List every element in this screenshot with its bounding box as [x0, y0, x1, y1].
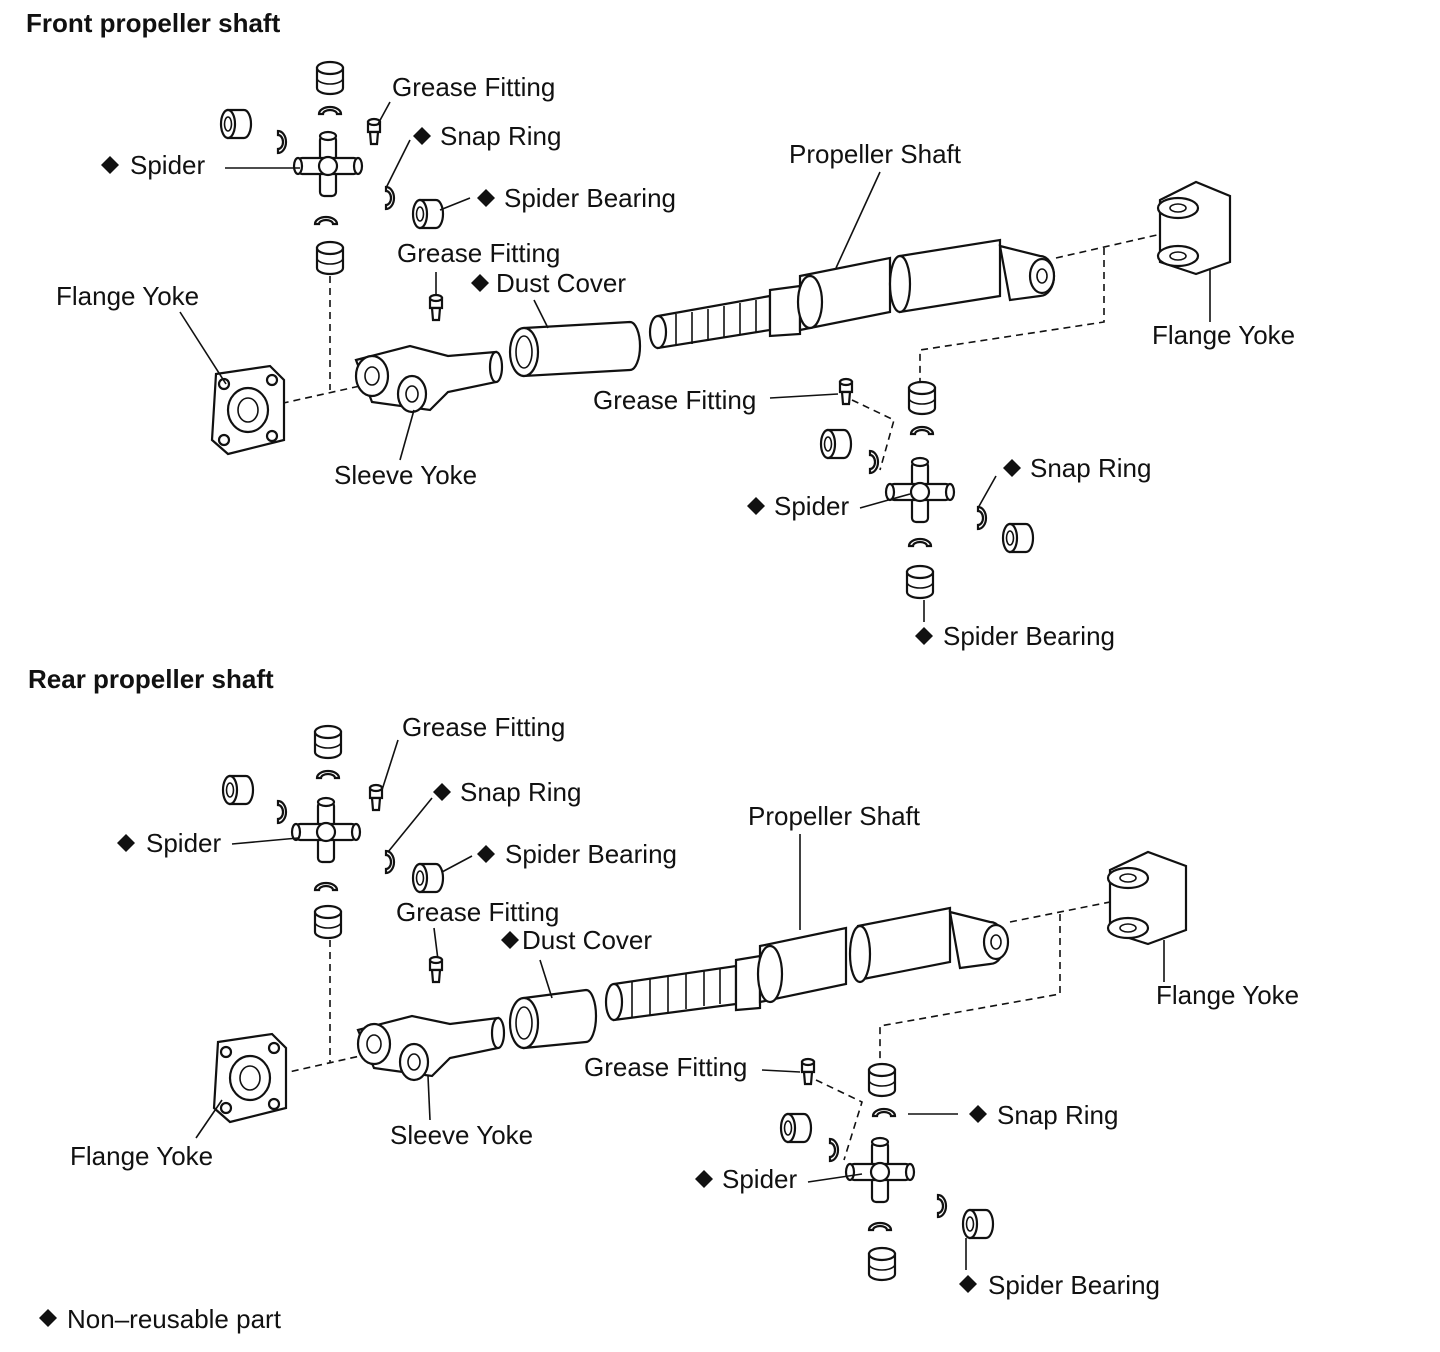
spider-bearing-icon — [219, 108, 253, 140]
label-snap-ring: Snap Ring — [460, 777, 581, 807]
grease-fitting-icon — [428, 293, 444, 322]
snap-ring-icon — [868, 449, 880, 475]
front-section: Front propeller shaft Grease Fitting Sna… — [26, 8, 1295, 651]
sleeve-yoke-icon — [356, 1014, 506, 1082]
spider-bearing-icon — [221, 774, 255, 806]
sleeve-yoke-icon — [354, 344, 504, 414]
spider-bearing-icon — [961, 1208, 995, 1240]
label-sleeve-yoke: Sleeve Yoke — [334, 460, 477, 490]
front-section-title: Front propeller shaft — [26, 8, 281, 38]
legend: Non–reusable part — [39, 1304, 282, 1334]
spider-bearing-icon — [779, 1112, 813, 1144]
snap-ring-icon — [384, 849, 396, 875]
spider-bearing-icon — [819, 428, 853, 460]
label-snap-ring-2: Snap Ring — [1030, 453, 1151, 483]
snap-ring-icon — [909, 425, 935, 436]
label-grease-fitting: Grease Fitting — [392, 72, 555, 102]
dust-cover-icon — [508, 320, 642, 378]
spider-bearing-icon — [867, 1062, 897, 1098]
snap-ring-icon — [313, 215, 339, 226]
spider-icon — [290, 796, 362, 864]
grease-fitting-icon — [800, 1057, 816, 1086]
snap-ring-icon — [384, 185, 396, 211]
spider-icon — [844, 1136, 916, 1204]
label-flange-yoke-right: Flange Yoke — [1156, 980, 1299, 1010]
snap-ring-icon — [313, 881, 339, 892]
grease-fitting-icon — [838, 377, 854, 406]
label-grease-fitting-3: Grease Fitting — [593, 385, 756, 415]
dust-cover-icon — [508, 988, 598, 1050]
spider-icon — [884, 456, 956, 524]
label-propeller-shaft: Propeller Shaft — [789, 139, 962, 169]
snap-ring-icon — [276, 129, 288, 155]
spider-bearing-icon — [315, 240, 345, 276]
flange-yoke-icon — [1106, 850, 1188, 946]
rear-section-title: Rear propeller shaft — [28, 664, 274, 694]
snap-ring-icon — [976, 505, 988, 531]
rear-section: Rear propeller shaft Grease Fitting Snap… — [28, 664, 1299, 1300]
snap-ring-icon — [315, 769, 341, 780]
label-grease-fitting-2: Grease Fitting — [396, 897, 559, 927]
spider-bearing-icon — [907, 380, 937, 416]
label-spider-bearing: Spider Bearing — [505, 839, 677, 869]
label-grease-fitting: Grease Fitting — [402, 712, 565, 742]
spider-bearing-icon — [313, 904, 343, 940]
label-spider-2: Spider — [722, 1164, 797, 1194]
spider-bearing-icon — [315, 60, 345, 96]
label-snap-ring-2: Snap Ring — [997, 1100, 1118, 1130]
snap-ring-icon — [317, 105, 343, 116]
spider-bearing-icon — [411, 198, 445, 230]
label-spider-bearing-2: Spider Bearing — [988, 1270, 1160, 1300]
rear-right-ujoint — [779, 1057, 995, 1282]
label-snap-ring: Snap Ring — [440, 121, 561, 151]
spider-bearing-icon — [313, 724, 343, 760]
spider-bearing-icon — [1001, 522, 1035, 554]
label-spider-2: Spider — [774, 491, 849, 521]
legend-text: Non–reusable part — [67, 1304, 282, 1334]
propeller-shaft-icon — [648, 238, 1056, 350]
snap-ring-icon — [871, 1107, 897, 1118]
propeller-shaft-icon — [604, 906, 1010, 1022]
snap-ring-icon — [828, 1137, 840, 1163]
label-grease-fitting-3: Grease Fitting — [584, 1052, 747, 1082]
spider-icon — [292, 130, 364, 198]
label-spider: Spider — [146, 828, 221, 858]
label-spider: Spider — [130, 150, 205, 180]
spider-bearing-icon — [867, 1246, 897, 1282]
label-dust-cover: Dust Cover — [496, 268, 626, 298]
flange-yoke-icon — [212, 1032, 288, 1124]
label-grease-fitting-2: Grease Fitting — [397, 238, 560, 268]
label-propeller-shaft: Propeller Shaft — [748, 801, 921, 831]
flange-yoke-icon — [1156, 180, 1232, 276]
label-dust-cover: Dust Cover — [522, 925, 652, 955]
label-flange-yoke-left: Flange Yoke — [70, 1141, 213, 1171]
grease-fitting-icon — [368, 783, 384, 812]
snap-ring-icon — [276, 799, 288, 825]
label-spider-bearing-2: Spider Bearing — [943, 621, 1115, 651]
non-reusable-diamond-icon — [39, 1309, 57, 1327]
label-flange-yoke-right: Flange Yoke — [1152, 320, 1295, 350]
snap-ring-icon — [936, 1193, 948, 1219]
spider-bearing-icon — [411, 862, 445, 894]
snap-ring-icon — [907, 537, 933, 548]
label-sleeve-yoke: Sleeve Yoke — [390, 1120, 533, 1150]
label-spider-bearing: Spider Bearing — [504, 183, 676, 213]
grease-fitting-icon — [428, 955, 444, 984]
snap-ring-icon — [867, 1221, 893, 1232]
spider-bearing-icon — [905, 564, 935, 600]
front-right-ujoint — [819, 377, 1035, 600]
label-flange-yoke-left: Flange Yoke — [56, 281, 199, 311]
